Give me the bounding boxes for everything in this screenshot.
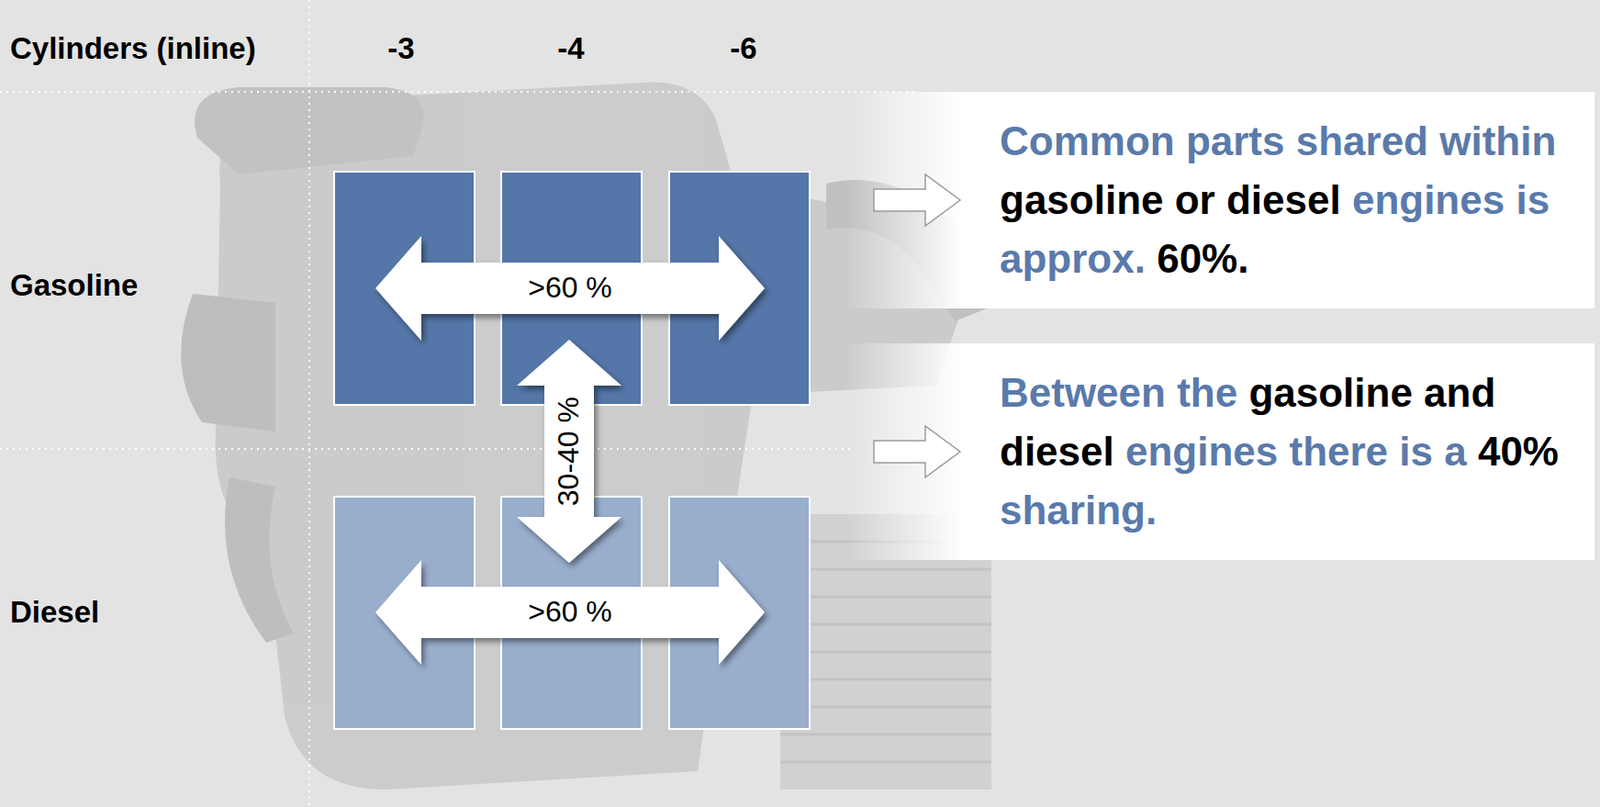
- callout-panel: Common parts shared within gasoline or d…: [963, 91, 1595, 309]
- share-percent: >60 %: [527, 271, 613, 304]
- column-header: -3: [387, 32, 414, 66]
- share-percent: 30-40 %: [552, 396, 585, 506]
- axis-title: Cylinders (inline): [10, 32, 257, 66]
- callout-arrow-shape: [873, 174, 961, 226]
- callout-text: Between the gasoline and diesel engines …: [963, 343, 1588, 540]
- callout-segment: Between the: [999, 369, 1238, 415]
- diesel-double-arrow: [375, 559, 765, 665]
- sharing-arrows: [375, 235, 765, 665]
- gasoline-double-arrow: [375, 235, 765, 341]
- callout-panel: Between the gasoline and diesel engines …: [963, 343, 1595, 560]
- column-header: -4: [557, 32, 584, 66]
- intercooler-fins: [780, 541, 992, 762]
- callout-text: Common parts shared within gasoline or d…: [963, 91, 1588, 289]
- row-header: Diesel: [10, 595, 100, 629]
- callout-segment: engines there is a: [1125, 428, 1467, 474]
- hose: [224, 477, 294, 643]
- callout-segment: gasoline or diesel: [999, 177, 1342, 223]
- callout-segment: 60%.: [1156, 235, 1249, 281]
- share-percent: >60 %: [527, 595, 613, 628]
- engine-illustration: [180, 82, 1001, 791]
- callout-segment: 40%: [1477, 428, 1559, 474]
- column-header: -6: [729, 32, 757, 66]
- turbo-pipe: [180, 293, 276, 432]
- callout-segment: sharing.: [999, 487, 1157, 533]
- callout-arrow-shape: [873, 425, 961, 478]
- cross-double-arrow: [516, 339, 622, 563]
- grid-lines: [0, 0, 918, 807]
- row-header: Gasoline: [10, 268, 138, 303]
- callout-arrow: [872, 172, 963, 228]
- callout-segment: Common parts shared within: [999, 118, 1556, 164]
- callout-arrow: [872, 424, 963, 480]
